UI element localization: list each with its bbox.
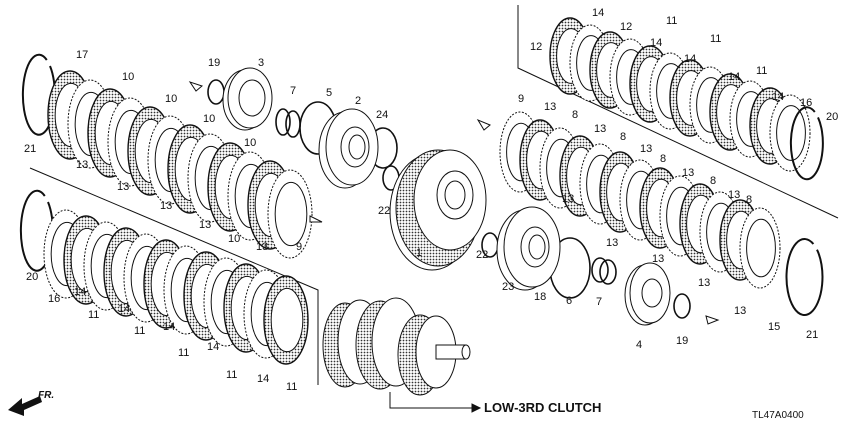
part-1: 1 — [416, 247, 422, 259]
part-13: 13 — [160, 200, 172, 212]
part-11: 11 — [666, 15, 677, 27]
piston-assembly — [318, 108, 379, 189]
part-9: 9 — [518, 93, 524, 105]
part-14: 14 — [74, 286, 86, 298]
part-14: 14 — [163, 321, 175, 333]
front-direction-marker: FR. — [8, 390, 54, 416]
part-11: 11 — [286, 381, 297, 393]
clutch-disc-stack — [19, 17, 824, 365]
part-13: 13 — [594, 123, 606, 135]
part-19: 19 — [676, 335, 688, 347]
group-divider-lines — [29, 5, 839, 385]
clutch-plate — [739, 207, 781, 289]
part-14: 14 — [684, 53, 696, 65]
part-13: 13 — [562, 193, 574, 205]
part-24: 24 — [376, 109, 388, 121]
part-8: 8 — [746, 194, 752, 206]
part-23: 23 — [502, 281, 514, 293]
seal-ring — [275, 108, 291, 136]
part-2: 2 — [355, 95, 361, 107]
part-21: 21 — [806, 329, 818, 341]
part-11: 11 — [756, 65, 767, 77]
part-12: 12 — [620, 21, 632, 33]
part-7: 7 — [290, 85, 296, 97]
callout-arrow — [389, 392, 482, 413]
part-4: 4 — [636, 339, 642, 351]
part-14: 14 — [772, 91, 784, 103]
part-13: 13 — [652, 253, 664, 265]
part-11: 11 — [178, 347, 189, 359]
seal-ring — [673, 293, 691, 319]
part-10: 10 — [244, 137, 256, 149]
part-16: 16 — [800, 97, 812, 109]
part-14: 14 — [257, 373, 269, 385]
part-7: 7 — [596, 296, 602, 308]
part-8: 8 — [660, 153, 666, 165]
part-11: 11 — [88, 309, 99, 321]
part-14: 14 — [650, 37, 662, 49]
part-14: 14 — [592, 7, 604, 19]
part-8: 8 — [572, 109, 578, 121]
part-18: 18 — [534, 291, 546, 303]
part-22: 22 — [476, 249, 488, 261]
part-20: 20 — [26, 271, 38, 283]
clutch-piston — [222, 67, 273, 131]
seal-ring — [207, 79, 225, 105]
part-8: 8 — [620, 131, 626, 143]
part-6: 6 — [566, 295, 572, 307]
clutch-plate — [267, 169, 313, 259]
low-3rd-clutch-label: LOW-3RD CLUTCH — [484, 400, 601, 415]
part-21: 21 — [24, 143, 36, 155]
part-15: 15 — [768, 321, 780, 333]
part-16: 16 — [48, 293, 60, 305]
part-13: 13 — [199, 219, 211, 231]
part-19: 19 — [208, 57, 220, 69]
part-13: 13 — [76, 159, 88, 171]
part-14: 14 — [207, 341, 219, 353]
clutch-drum — [389, 149, 487, 271]
part-8: 8 — [710, 175, 716, 187]
part-22: 22 — [378, 205, 390, 217]
part-13: 13 — [734, 305, 746, 317]
shaft-gear-assembly — [322, 297, 471, 396]
part-3: 3 — [258, 57, 264, 69]
seal-ring — [599, 259, 617, 285]
part-10: 10 — [122, 71, 134, 83]
part-13: 13 — [728, 189, 740, 201]
part-17: 17 — [76, 49, 88, 61]
part-12: 12 — [530, 41, 542, 53]
part-10: 10 — [203, 113, 215, 125]
part-11: 11 — [226, 369, 237, 381]
part-20: 20 — [826, 111, 838, 123]
part-13: 13 — [640, 143, 652, 155]
part-13: 13 — [682, 167, 694, 179]
seal-ring — [591, 257, 609, 283]
part-number-labels: 17 21 10 10 10 10 10 13 13 13 13 13 9 19… — [24, 7, 838, 393]
part-13: 13 — [117, 181, 129, 193]
assembly-direction-arrows — [188, 81, 720, 325]
part-13: 13 — [256, 241, 268, 253]
part-14: 14 — [728, 71, 740, 83]
part-10: 10 — [228, 233, 240, 245]
part-9: 9 — [296, 241, 302, 253]
piston-assembly-lower — [496, 206, 561, 291]
part-10: 10 — [165, 93, 177, 105]
clutch-plate — [263, 275, 309, 365]
seal-ring — [285, 110, 301, 138]
front-marker-label: FR. — [38, 390, 54, 401]
part-14: 14 — [118, 303, 130, 315]
clutch-piston-lower — [624, 262, 671, 326]
part-13: 13 — [698, 277, 710, 289]
part-11: 11 — [134, 325, 145, 337]
snap-ring — [785, 238, 824, 316]
part-5: 5 — [326, 87, 332, 99]
part-11: 11 — [710, 33, 721, 45]
diagram-code: TL47A0400 — [752, 410, 804, 421]
snap-ring — [789, 106, 824, 181]
part-13: 13 — [544, 101, 556, 113]
part-13: 13 — [606, 237, 618, 249]
